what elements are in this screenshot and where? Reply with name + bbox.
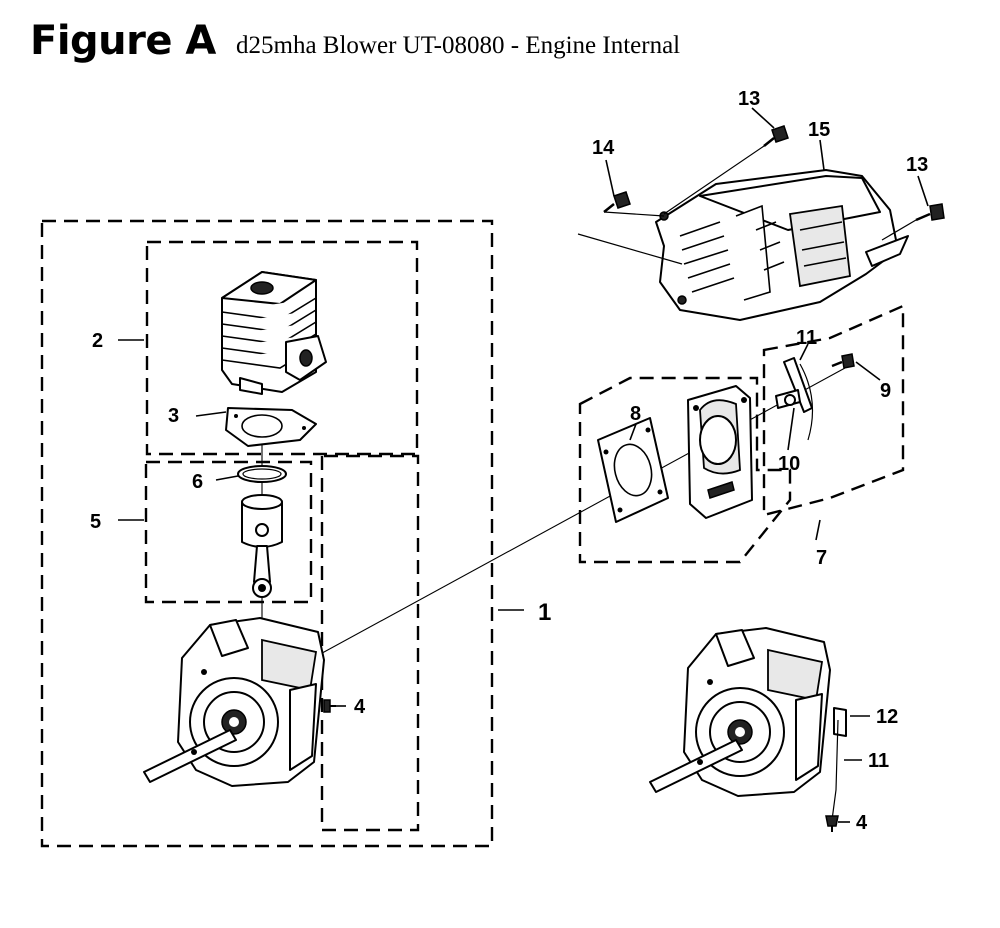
callout-13-top: 13 bbox=[738, 88, 760, 110]
group-box-9-10-11 bbox=[762, 304, 905, 517]
piston-ring-part bbox=[237, 465, 287, 483]
callout-5: 5 bbox=[90, 511, 101, 533]
figure-title: d25mha Blower UT-08080 - Engine Internal bbox=[236, 32, 681, 59]
mount-line-13 bbox=[663, 145, 765, 215]
leader-lines bbox=[118, 107, 929, 823]
group-box-1 bbox=[40, 219, 494, 848]
callout-2: 2 bbox=[92, 330, 103, 352]
group-box-7 bbox=[578, 376, 792, 564]
muffler-part bbox=[687, 385, 753, 519]
group-box-2 bbox=[145, 240, 419, 456]
callout-8: 8 bbox=[630, 403, 641, 425]
callout-14: 14 bbox=[592, 137, 615, 159]
callout-4-right: 4 bbox=[856, 812, 868, 834]
screw-9-part bbox=[831, 353, 855, 369]
screw-13-right-part bbox=[915, 203, 945, 222]
callout-11-bottom: 11 bbox=[868, 750, 889, 772]
screw-13-top-part bbox=[763, 125, 789, 147]
muffler-gasket-part bbox=[597, 417, 669, 523]
callout-10: 10 bbox=[778, 453, 800, 475]
screw-14-part bbox=[603, 191, 631, 213]
bracket-12-part bbox=[831, 707, 847, 821]
mount-line-14 bbox=[603, 211, 665, 217]
callout-9: 9 bbox=[880, 380, 891, 402]
screw-4-right-part bbox=[825, 815, 839, 832]
callout-13-right: 13 bbox=[906, 154, 928, 176]
callout-1: 1 bbox=[538, 599, 551, 626]
callout-3: 3 bbox=[168, 405, 179, 427]
mount-line-14b bbox=[577, 233, 683, 265]
cylinder-gasket-part bbox=[225, 407, 317, 447]
screw-4-left-part bbox=[323, 699, 336, 713]
callout-12: 12 bbox=[876, 706, 898, 728]
figure-label: Figure A bbox=[30, 18, 216, 64]
group-box-5 bbox=[144, 460, 313, 604]
callout-15: 15 bbox=[808, 119, 830, 141]
piston-part bbox=[241, 494, 283, 598]
spark-arrestor-bracket-part bbox=[775, 357, 814, 441]
mount-line-13b bbox=[881, 219, 917, 241]
crankcase-detail-part bbox=[649, 627, 831, 797]
crankcase-part bbox=[143, 617, 325, 787]
callout-7: 7 bbox=[816, 547, 827, 569]
callout-4-left: 4 bbox=[354, 696, 366, 718]
callout-6: 6 bbox=[192, 471, 203, 493]
cylinder-shroud-part bbox=[655, 169, 909, 321]
group-box-4 bbox=[320, 454, 420, 832]
callout-11-top: 11 bbox=[796, 327, 817, 349]
cylinder-part bbox=[221, 271, 327, 395]
